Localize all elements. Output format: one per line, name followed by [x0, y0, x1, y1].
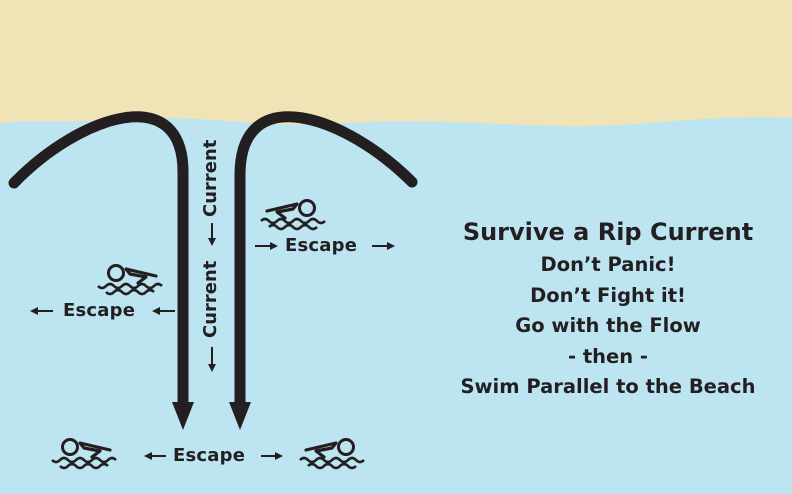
current-arrow-icon	[208, 347, 216, 372]
swimmer-icon	[96, 263, 164, 296]
rip-current-left-arrowhead	[172, 402, 194, 430]
escape-arrow-icon	[255, 242, 395, 250]
instruction-line: Don’t Fight it!	[530, 283, 686, 307]
rip-current-right-wall	[234, 111, 418, 416]
current-label: Current	[200, 139, 221, 217]
rip-current-right-arrowhead	[229, 402, 251, 430]
swimmer-icon	[50, 437, 118, 470]
escape-arrow-icon	[144, 452, 283, 460]
instruction-line: - then -	[567, 344, 649, 368]
instruction-line: Swim Parallel to the Beach	[460, 375, 756, 398]
safety-instructions: Survive a Rip Current Don’t Panic! Don’t…	[418, 214, 792, 403]
instructions-title: Survive a Rip Current	[462, 218, 754, 246]
swimmer-icon	[259, 198, 327, 231]
escape-label-right: Escape	[285, 235, 358, 256]
rip-current-left-wall	[8, 111, 189, 416]
current-arrow-icon	[208, 223, 216, 246]
instruction-line: Don’t Panic!	[540, 253, 676, 276]
escape-label-bottom: Escape	[173, 445, 246, 466]
beach-sand	[0, 0, 792, 127]
instruction-line: Go with the Flow	[515, 314, 701, 337]
current-label: Current	[200, 260, 221, 338]
swimmer-icon	[298, 437, 366, 470]
escape-label-left: Escape	[63, 300, 136, 321]
escape-arrow-icon	[30, 307, 175, 315]
